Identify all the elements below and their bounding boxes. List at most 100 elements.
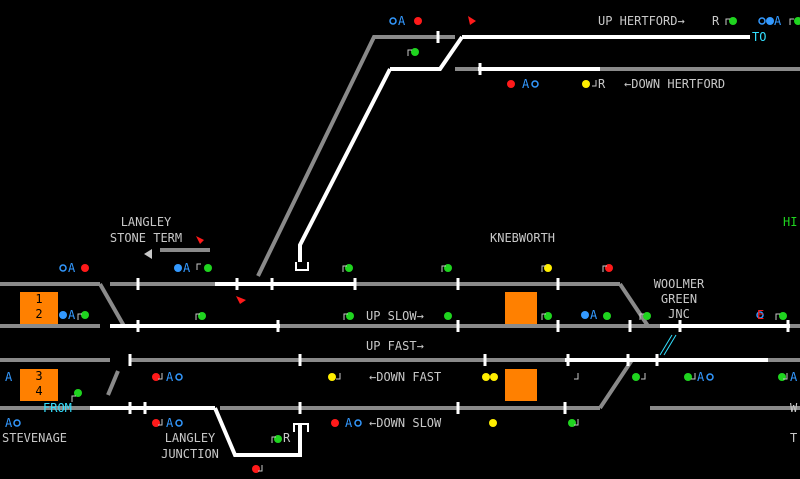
signal-red-icon — [252, 465, 260, 473]
marker-to: TO — [752, 30, 767, 44]
signal-green-icon — [444, 264, 452, 272]
marker-auto-a: A — [774, 14, 782, 28]
auto-ring-icon — [706, 373, 714, 381]
signal-red-icon — [152, 373, 160, 381]
marker-auto-a: A — [590, 308, 598, 322]
berth-down-fast-knebworth[interactable] — [505, 369, 537, 401]
arrow-left-icon: ← — [369, 416, 377, 430]
berth-3-4[interactable]: 3 4 — [20, 369, 58, 401]
signal-green-icon — [411, 48, 419, 56]
signal-yellow-icon — [582, 80, 590, 88]
signal-red-icon — [331, 419, 339, 427]
auto-ring-icon — [175, 419, 183, 427]
marker-auto-a: A — [522, 77, 530, 91]
line-label-text: DOWN HERTFORD — [631, 77, 726, 91]
signal-green-icon — [568, 419, 576, 427]
signal-green-icon — [345, 264, 353, 272]
arrow-left-icon: ← — [624, 77, 632, 91]
marker-auto-a: A — [183, 261, 191, 275]
arrow-left-icon: ← — [369, 370, 377, 384]
marker-auto-a: A — [68, 308, 76, 322]
line-label-down-slow: ←DOWN SLOW — [369, 417, 441, 430]
line-label-text: UP FAST — [366, 339, 417, 353]
signal-green-icon — [346, 312, 354, 320]
occupied-track-sections — [90, 35, 790, 457]
red-flag-icon — [468, 16, 476, 25]
marker-route-r: R — [598, 77, 606, 91]
buffer-stops — [293, 262, 309, 432]
marker-auto-a: A — [5, 370, 13, 384]
berth-line1: 3 — [35, 369, 43, 383]
down-hertford-crossing — [390, 35, 464, 71]
location-knebworth: KNEBWORTH — [490, 231, 556, 245]
signal-green-icon — [794, 17, 800, 25]
signal-red-icon — [81, 264, 89, 272]
auto-ring-icon — [756, 311, 764, 319]
location-line: WOOLMER — [653, 277, 705, 291]
marker-e: E — [757, 308, 765, 322]
line-label-up-fast: UP FAST→ — [366, 340, 424, 353]
signal-green-icon — [74, 389, 82, 397]
signal-green-icon — [603, 312, 611, 320]
auto-ring-icon — [758, 17, 766, 25]
up-hertford-chord — [256, 35, 455, 277]
signal-yellow-icon — [490, 373, 498, 381]
signal-red-icon — [414, 17, 422, 25]
line-label-down-hertford: ←DOWN HERTFORD — [624, 78, 725, 91]
signal-green-icon — [204, 264, 212, 272]
signal-green-icon — [643, 312, 651, 320]
signal-yellow-icon — [482, 373, 490, 381]
signal-red-icon — [152, 419, 160, 427]
location-stevenage: STEVENAGE — [2, 431, 68, 445]
auto-ring-icon — [531, 80, 539, 88]
location-line: JNC — [668, 307, 690, 321]
signal-red-icon — [605, 264, 613, 272]
signal-yellow-icon — [544, 264, 552, 272]
signal-yellow-icon — [489, 419, 497, 427]
marker-from: FROM — [43, 401, 72, 415]
signal-green-icon — [779, 312, 787, 320]
auto-dots — [59, 17, 774, 319]
berth-line2: 4 — [35, 384, 43, 398]
langley-junction-loop — [213, 407, 302, 457]
line-label-text: UP HERTFORD — [598, 14, 678, 28]
location-line: GREEN — [660, 292, 698, 306]
signal-green-icon — [444, 312, 452, 320]
marker-auto-a: A — [398, 14, 406, 28]
location-langley-junction: LANGLEY JUNCTION — [161, 432, 219, 461]
berth-up-slow-knebworth[interactable] — [505, 292, 537, 324]
marker-route-r: R — [283, 431, 291, 445]
signal-green-icon — [544, 312, 552, 320]
auto-working-markers — [13, 17, 766, 427]
red-flag-icon — [196, 236, 204, 244]
location-line: STONE TERM — [109, 231, 183, 245]
location-partial-t: T — [790, 431, 798, 445]
location-partial-hi: HI — [783, 215, 798, 229]
crossover-row1-row2 — [618, 282, 650, 328]
line-label-text: UP SLOW — [366, 309, 417, 323]
signal-green-icon — [632, 373, 640, 381]
arrow-left-icon — [144, 249, 152, 259]
auto-ring-icon — [175, 373, 183, 381]
auto-ring-icon — [354, 419, 362, 427]
marker-route-r: R — [712, 14, 720, 28]
auto-ring-icon — [389, 17, 397, 25]
clear-track-sections — [0, 35, 800, 410]
line-label-text: DOWN SLOW — [376, 416, 442, 430]
track-joints — [128, 31, 790, 414]
arrow-right-icon: → — [416, 339, 424, 353]
signal-green-icon — [274, 435, 282, 443]
signal-green-icon — [778, 373, 786, 381]
berth-line2: 2 — [35, 307, 43, 321]
auto-ring-icon — [13, 419, 21, 427]
hertford-loop-descent — [298, 68, 392, 262]
marker-auto-a: A — [697, 370, 705, 384]
signal-aspects-red — [81, 17, 613, 473]
marker-auto-a: A — [5, 416, 13, 430]
line-label-text: DOWN FAST — [376, 370, 442, 384]
line-label-up-slow: UP SLOW→ — [366, 310, 424, 323]
berth-1-2[interactable]: 1 2 — [20, 292, 58, 324]
signal-green-icon — [81, 311, 89, 319]
